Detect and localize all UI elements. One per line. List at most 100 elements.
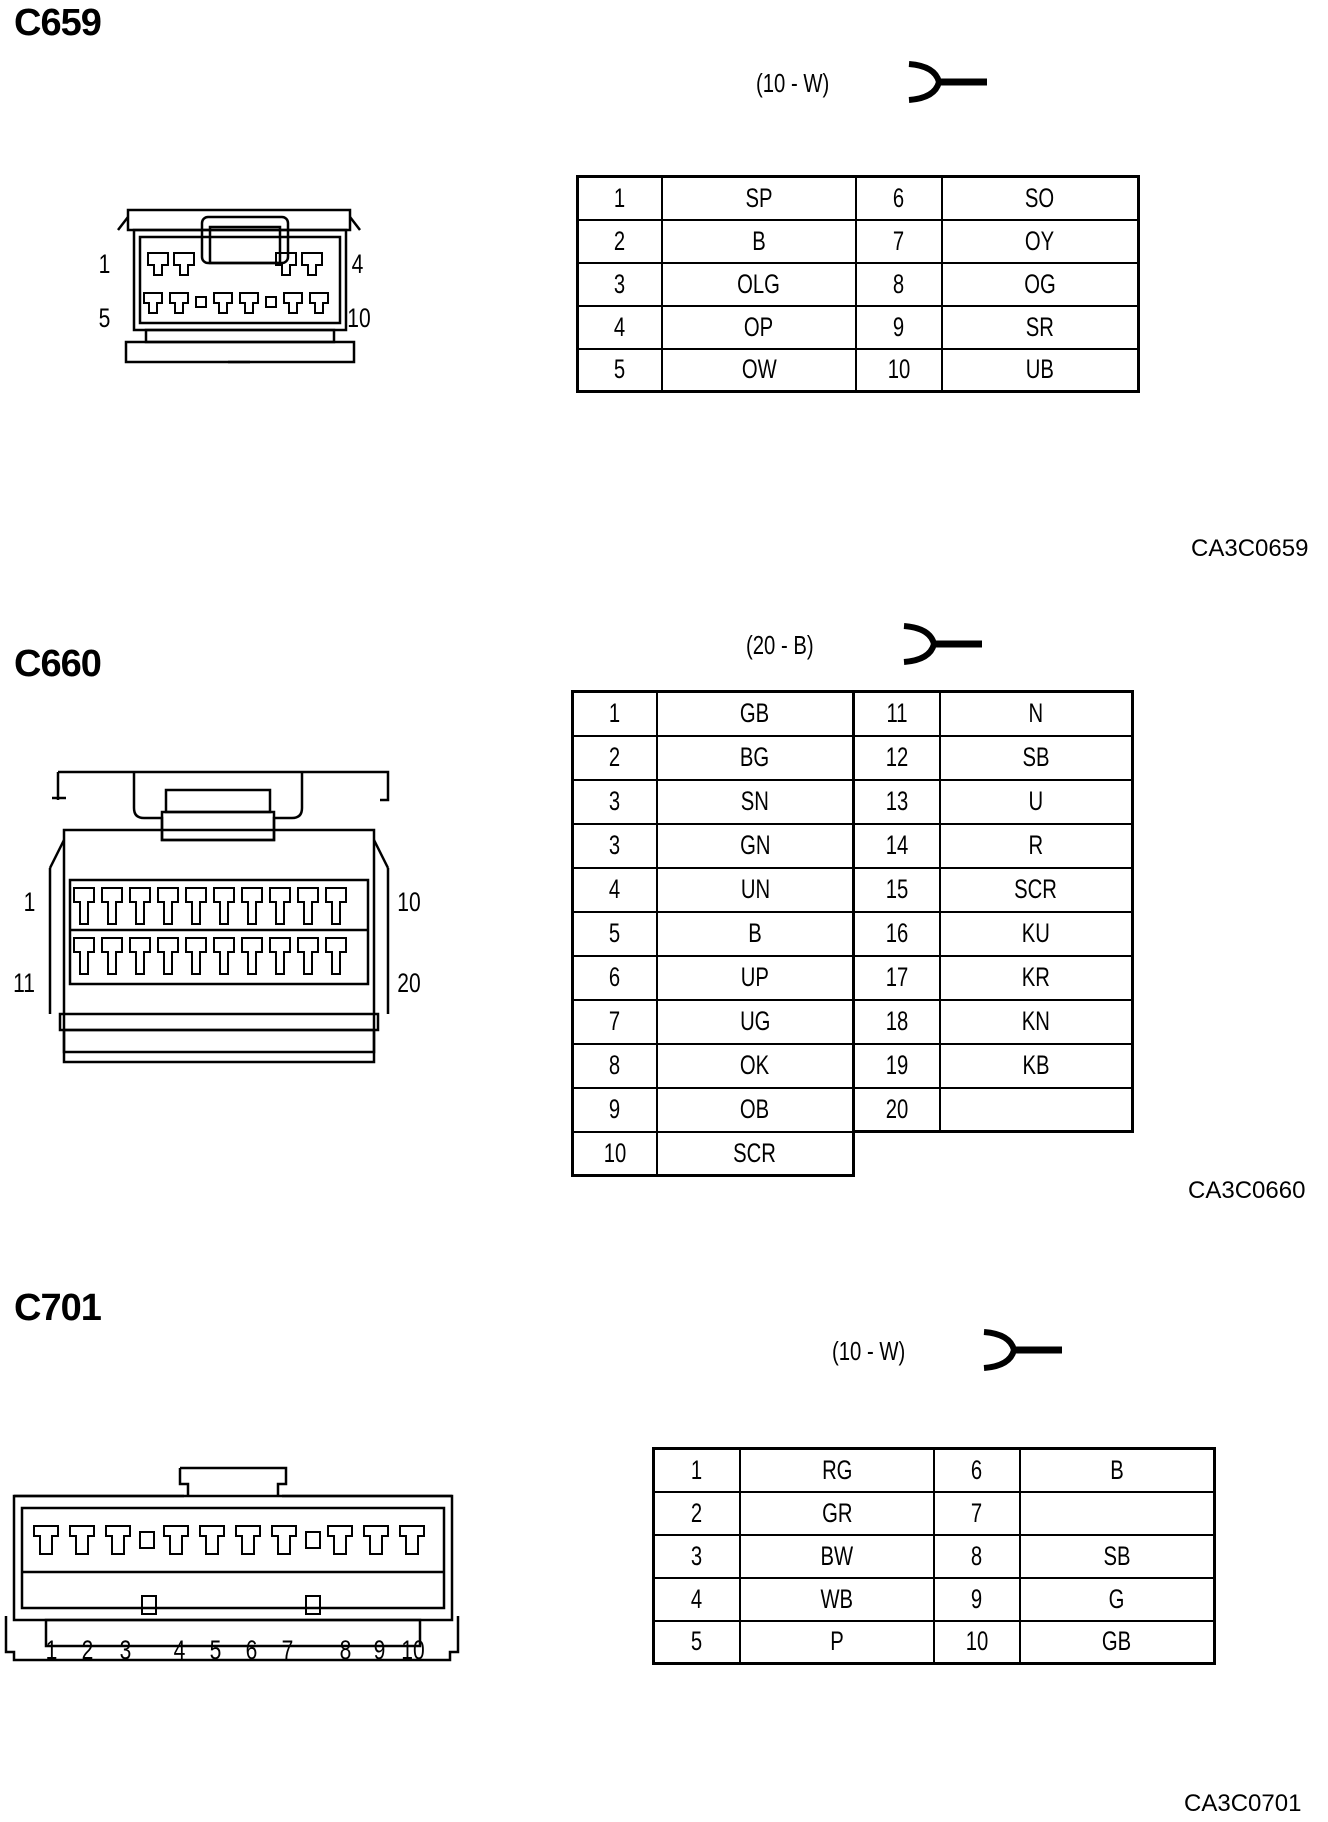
pin-number: 6	[933, 1447, 1021, 1493]
c701-terminal-cells	[33, 1525, 425, 1615]
pin-number: 5	[571, 910, 658, 957]
pin-number: 15	[852, 866, 941, 913]
pin-table-c701: 1 RG 6 B 2 GR 7 3 BW 8 SB 4 WB 9 G 5 P 1…	[652, 1447, 1216, 1665]
pin-end-label: 20	[397, 968, 421, 998]
pin-number: 14	[852, 822, 941, 869]
wire-color: GB	[1019, 1619, 1216, 1665]
pin-number: 13	[852, 778, 941, 825]
pin-number: 3	[652, 1533, 741, 1579]
c659-terminal-cells	[143, 252, 329, 314]
wire-color: KU	[939, 910, 1134, 957]
wire-color: OP	[661, 304, 857, 350]
table-row: 2 GR 7	[652, 1490, 1216, 1536]
pin-end-label: 1	[98, 249, 111, 279]
pin-number: 3	[576, 261, 663, 307]
pin-end-label: 11	[13, 968, 35, 998]
wire-color: B	[1019, 1447, 1216, 1493]
terminal-symbol-c660	[903, 623, 982, 665]
pin-number: 4	[576, 304, 663, 350]
pin-number: 1	[571, 690, 658, 737]
wire-color: WB	[739, 1576, 935, 1622]
pin-number: 4	[571, 866, 658, 913]
wire-color: U	[939, 778, 1134, 825]
table-row: 4 OP 9 SR	[576, 304, 1140, 350]
pin-end-label: 3	[119, 1635, 132, 1665]
pin-end-label: 7	[281, 1635, 294, 1665]
pin-end-label: 10	[347, 303, 371, 333]
c660-terminal-cells	[73, 887, 347, 975]
wire-color: SB	[939, 734, 1134, 781]
wire-color: RG	[739, 1447, 935, 1493]
pin-number: 10	[571, 1130, 658, 1177]
pin-number: 9	[933, 1576, 1021, 1622]
pin-number: 8	[571, 1042, 658, 1089]
table-row: 20	[852, 1086, 1134, 1133]
wire-color: SP	[661, 175, 857, 221]
pin-end-label: 5	[98, 303, 111, 333]
figure-id-c659: CA3C0659	[1191, 535, 1309, 562]
pin-number: 20	[852, 1086, 941, 1133]
pin-number: 17	[852, 954, 941, 1001]
pin-end-label: 1	[23, 887, 36, 917]
pin-number: 3	[571, 822, 658, 869]
wire-color: KN	[939, 998, 1134, 1045]
wire-color: B	[661, 218, 857, 264]
pin-end-label: 10	[401, 1635, 425, 1665]
table-row: 5 P 10 GB	[652, 1619, 1216, 1665]
connector-code-c660: (20 - B)	[746, 630, 814, 660]
pin-end-label: 9	[373, 1635, 386, 1665]
table-row: 5 OW 10 UB	[576, 347, 1140, 393]
pin-end-label: 6	[245, 1635, 258, 1665]
pin-end-label: 10	[397, 887, 421, 917]
pin-number: 2	[652, 1490, 741, 1536]
pin-number: 12	[852, 734, 941, 781]
wire-color: SCR	[656, 1130, 855, 1177]
pin-end-label: 1	[45, 1635, 58, 1665]
pin-number: 7	[571, 998, 658, 1045]
table-row: 1 RG 6 B	[652, 1447, 1216, 1493]
pin-number: 18	[852, 998, 941, 1045]
wire-color: GR	[739, 1490, 935, 1536]
pin-number: 1	[576, 175, 663, 221]
pin-end-label: 5	[209, 1635, 222, 1665]
table-row: 2 B 7 OY	[576, 218, 1140, 264]
pin-number: 16	[852, 910, 941, 957]
connector-face-c701	[4, 1466, 460, 1662]
wire-color: GN	[656, 822, 855, 869]
wire-color: SN	[656, 778, 855, 825]
pin-end-label: 8	[339, 1635, 352, 1665]
pin-number: 10	[933, 1619, 1021, 1665]
wire-color: B	[656, 910, 855, 957]
table-row: 3 OLG 8 OG	[576, 261, 1140, 307]
table-row: 1 SP 6 SO	[576, 175, 1140, 221]
wire-color: R	[939, 822, 1134, 869]
pin-number: 8	[933, 1533, 1021, 1579]
wire-color: KR	[939, 954, 1134, 1001]
pin-number: 7	[933, 1490, 1021, 1536]
wire-color: N	[939, 690, 1134, 737]
wire-color: OLG	[661, 261, 857, 307]
pin-number: 5	[576, 347, 663, 393]
wire-color: SCR	[939, 866, 1134, 913]
wire-color: BG	[656, 734, 855, 781]
pin-number: 9	[855, 304, 943, 350]
figure-id-c660: CA3C0660	[1188, 1177, 1306, 1204]
